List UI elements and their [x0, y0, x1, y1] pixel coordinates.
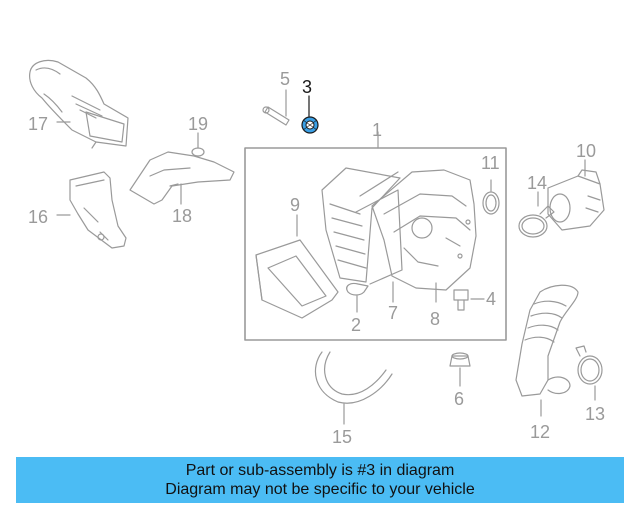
- callout-4: 4: [486, 289, 497, 309]
- part-8-housing: [371, 169, 477, 303]
- callout-16: 16: [28, 207, 49, 227]
- part-18-shield: [129, 151, 235, 205]
- callout-5: 5: [280, 69, 291, 89]
- callout-12: 12: [530, 422, 551, 442]
- callout-10: 10: [576, 141, 597, 161]
- callout-14: 14: [527, 173, 548, 193]
- part-3-icon: [301, 116, 319, 134]
- callout-19: 19: [188, 114, 209, 134]
- callout-15: 15: [332, 427, 353, 447]
- part-2-clip: [346, 282, 369, 313]
- info-banner: Part or sub-assembly is #3 in diagram Di…: [16, 457, 624, 503]
- banner-line-1: Part or sub-assembly is #3 in diagram: [185, 462, 455, 479]
- part-14-clamp: [518, 191, 555, 238]
- callout-1: 1: [372, 120, 383, 140]
- callout-9: 9: [290, 195, 301, 215]
- part-10-sensor: [547, 159, 605, 231]
- callout-11: 11: [481, 153, 500, 173]
- callout-8: 8: [430, 309, 441, 329]
- part-15-hose: [314, 351, 393, 425]
- part-17-intake-duct: [29, 59, 129, 149]
- banner-line-2: Diagram may not be specific to your vehi…: [165, 481, 475, 498]
- part-7-filter: [321, 167, 403, 303]
- part-16-duct-bracket: [56, 171, 127, 249]
- part-6-grommet: [449, 352, 471, 387]
- parts-diagram: [29, 59, 605, 425]
- part-12-hose: [515, 284, 579, 417]
- part-5-pin: [262, 89, 290, 126]
- callout-13: 13: [585, 404, 606, 424]
- callout-3: 3: [302, 77, 313, 97]
- part-19-grommet: [191, 132, 205, 157]
- callout-18: 18: [172, 206, 193, 226]
- callout-7: 7: [388, 303, 399, 323]
- part-9-inlet: [255, 214, 339, 319]
- callout-17: 17: [28, 114, 49, 134]
- callout-2: 2: [351, 315, 362, 335]
- part-13-clamp: [575, 345, 603, 401]
- part-4-bolt: [453, 289, 485, 311]
- callout-6: 6: [454, 389, 465, 409]
- air-cleaner-assembly-box: [244, 131, 507, 341]
- part-11-ring: [482, 179, 500, 215]
